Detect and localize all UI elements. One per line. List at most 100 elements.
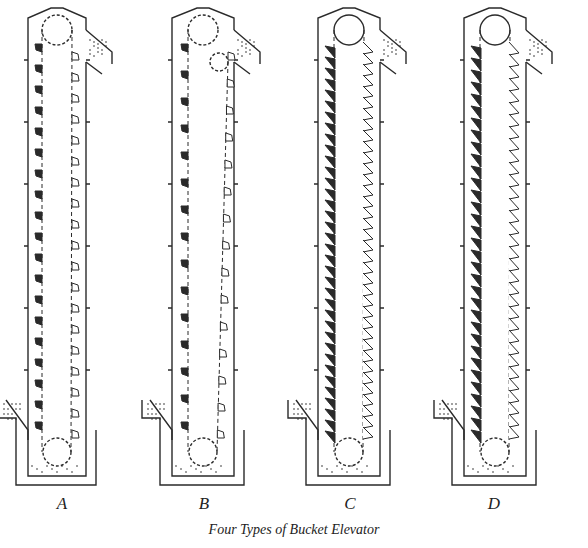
elevator-letter: C xyxy=(344,494,355,514)
material xyxy=(507,471,509,473)
empty-bucket xyxy=(509,258,519,271)
loaded-bucket xyxy=(471,370,481,383)
material xyxy=(383,49,385,51)
loaded-bucket xyxy=(325,68,335,80)
casing-flange xyxy=(314,245,384,246)
material xyxy=(512,465,514,467)
material xyxy=(66,468,68,470)
loaded-bucket xyxy=(471,346,481,359)
material xyxy=(533,41,535,43)
loaded-bucket xyxy=(471,214,481,227)
loaded-bucket xyxy=(471,394,481,407)
empty-bucket xyxy=(72,283,79,291)
material xyxy=(46,465,48,467)
material xyxy=(19,403,21,405)
empty-bucket xyxy=(509,198,519,211)
material xyxy=(51,468,53,470)
casing-flange xyxy=(460,307,530,308)
empty-bucket xyxy=(509,234,519,247)
loaded-bucket xyxy=(35,422,42,430)
empty-bucket xyxy=(220,349,227,357)
material xyxy=(529,49,531,51)
boot-casing xyxy=(318,440,380,476)
material xyxy=(383,53,385,55)
material xyxy=(383,39,385,41)
material xyxy=(253,45,255,47)
material xyxy=(391,51,393,53)
loaded-bucket xyxy=(35,254,42,262)
empty-bucket xyxy=(72,409,79,417)
loaded-bucket xyxy=(471,274,481,287)
loaded-bucket xyxy=(35,170,42,178)
empty-bucket xyxy=(363,130,373,142)
material xyxy=(297,408,299,410)
material xyxy=(309,408,311,410)
loaded-bucket xyxy=(325,57,335,69)
loaded-bucket xyxy=(325,222,335,234)
material xyxy=(439,403,441,405)
loaded-bucket xyxy=(35,44,42,52)
casing-flange xyxy=(24,183,90,184)
empty-bucket xyxy=(72,136,79,144)
loaded-bucket xyxy=(325,79,335,91)
material xyxy=(541,39,543,41)
casing-flange xyxy=(24,307,90,308)
material xyxy=(351,465,353,467)
empty-bucket xyxy=(72,388,79,396)
material xyxy=(11,413,13,415)
empty-bucket xyxy=(363,64,373,76)
material xyxy=(105,41,107,43)
snub-pulley xyxy=(210,53,228,71)
loaded-bucket xyxy=(471,130,481,143)
loaded-bucket xyxy=(325,189,335,201)
material xyxy=(356,468,358,470)
material xyxy=(3,408,5,410)
loaded-bucket xyxy=(181,152,188,160)
casing-flange xyxy=(168,307,238,308)
empty-bucket xyxy=(363,317,373,329)
empty-bucket xyxy=(363,295,373,307)
casing xyxy=(464,8,526,440)
material xyxy=(537,51,539,53)
material xyxy=(241,41,243,43)
loaded-bucket xyxy=(325,90,335,102)
material xyxy=(395,49,397,51)
empty-bucket xyxy=(363,163,373,175)
boot-casing xyxy=(464,440,526,476)
material xyxy=(31,465,33,467)
casing-flange xyxy=(24,121,90,122)
material xyxy=(56,471,58,473)
empty-bucket xyxy=(363,196,373,208)
material xyxy=(455,403,457,405)
empty-bucket xyxy=(509,402,519,415)
material xyxy=(309,403,311,405)
boot-pulley xyxy=(43,438,71,466)
material xyxy=(245,51,247,53)
empty-bucket xyxy=(224,187,231,195)
material xyxy=(395,39,397,41)
loaded-bucket xyxy=(181,98,188,106)
material xyxy=(249,49,251,51)
loaded-bucket xyxy=(181,44,188,52)
casing xyxy=(379,62,380,440)
material xyxy=(237,49,239,51)
loaded-bucket xyxy=(471,82,481,95)
material xyxy=(147,413,149,415)
material xyxy=(205,465,207,467)
loaded-bucket xyxy=(471,202,481,215)
empty-bucket xyxy=(509,54,519,67)
material xyxy=(151,418,153,420)
material xyxy=(487,468,489,470)
loaded-bucket xyxy=(325,200,335,212)
material xyxy=(190,465,192,467)
loaded-bucket xyxy=(471,430,481,443)
material xyxy=(541,53,543,55)
material xyxy=(326,468,328,470)
loaded-bucket xyxy=(471,178,481,191)
empty-bucket xyxy=(509,330,519,343)
loaded-bucket xyxy=(471,46,481,59)
material xyxy=(545,41,547,43)
material xyxy=(155,418,157,420)
empty-bucket xyxy=(363,372,373,384)
material xyxy=(159,408,161,410)
